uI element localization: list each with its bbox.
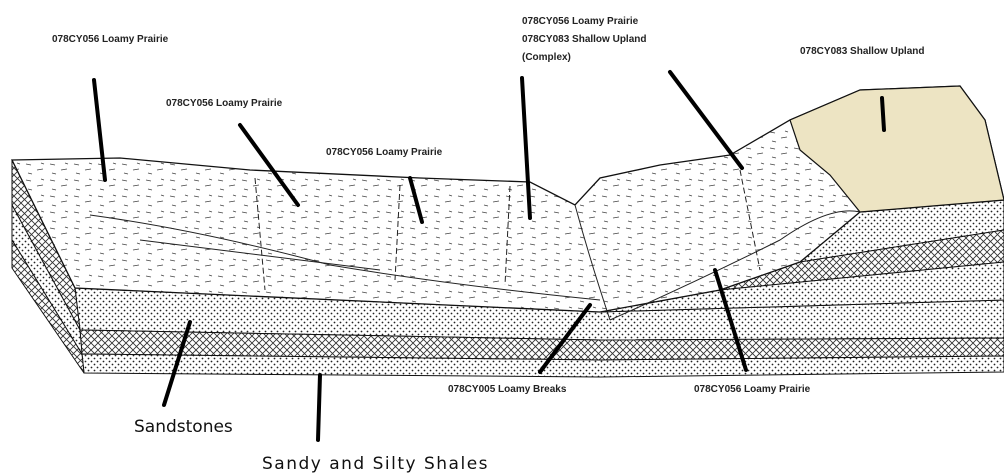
label-shales: Sandy and Silty Shales <box>262 454 489 474</box>
label-loamy-prairie-left: 078CY056 Loamy Prairie <box>52 34 169 45</box>
label-loamy-prairie-mid-left: 078CY056 Loamy Prairie <box>166 98 283 109</box>
label-loamy-prairie-mid: 078CY056 Loamy Prairie <box>326 147 443 158</box>
label-loamy-breaks: 078CY005 Loamy Breaks <box>448 384 567 395</box>
label-complex-line1: 078CY056 Loamy Prairie <box>522 16 639 27</box>
label-sandstones: Sandstones <box>134 417 233 437</box>
label-complex-line3: (Complex) <box>522 52 571 63</box>
label-complex-line2: 078CY083 Shallow Upland <box>522 34 647 45</box>
label-shallow-upland: 078CY083 Shallow Upland <box>800 46 925 57</box>
label-loamy-prairie-bottom: 078CY056 Loamy Prairie <box>694 384 811 395</box>
